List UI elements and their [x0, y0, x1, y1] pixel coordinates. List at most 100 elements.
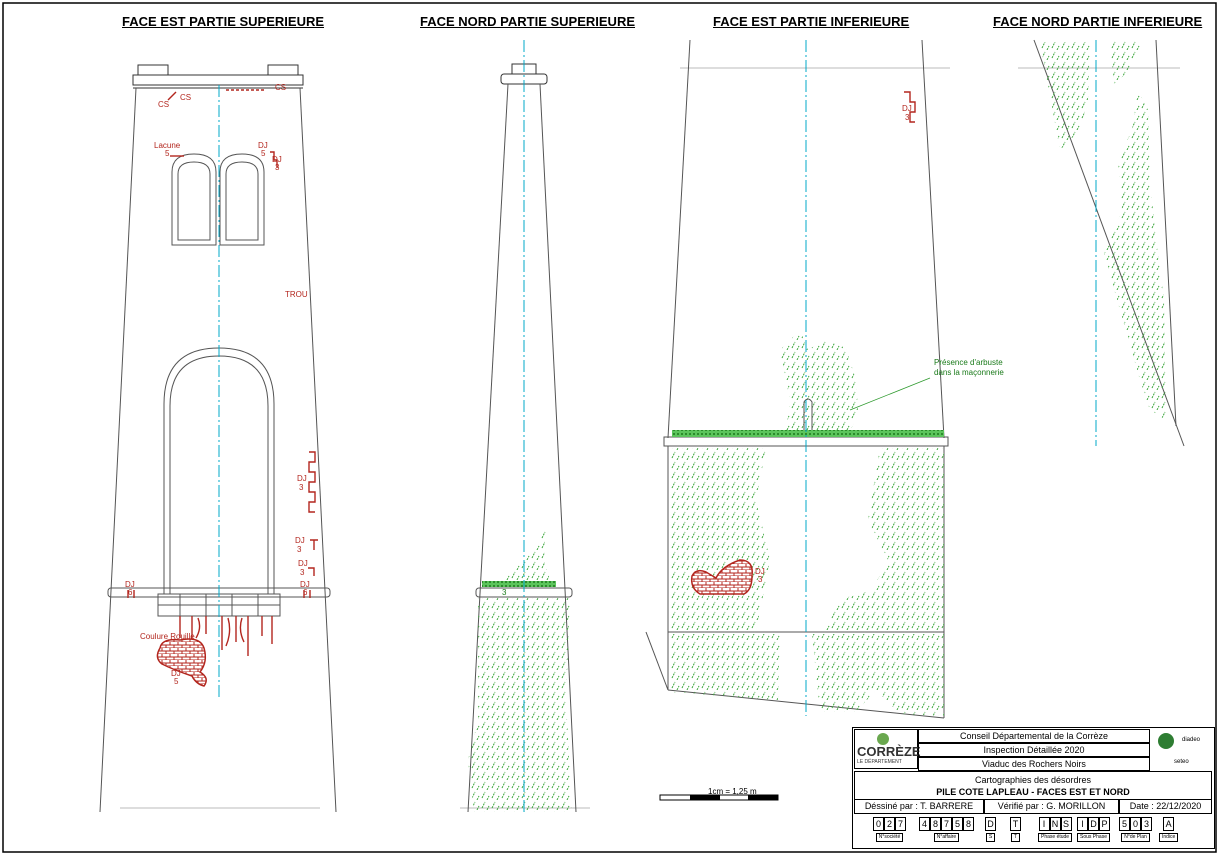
masonry-defect-view3 [690, 559, 753, 595]
diadeo-seteo-logo: diadeo seteo [1150, 729, 1212, 771]
title-block: CORRÈZE LE DÉPARTEMENT Conseil Départeme… [852, 727, 1215, 849]
drawing-date: Date : 22/12/2020 [1119, 799, 1212, 814]
defect-label-dj-num: 5 [174, 677, 179, 686]
code-digit: 8 [963, 817, 974, 831]
code-digit: 4 [919, 817, 930, 831]
code-label: T [1010, 833, 1021, 842]
defect-label-dj: DJ [272, 155, 282, 164]
code-digit: N [1049, 817, 1061, 831]
subject-line1: Cartographies des désordres [974, 775, 1092, 785]
defect-label-num: 3 [502, 588, 507, 597]
correze-logo: CORRÈZE LE DÉPARTEMENT [854, 729, 921, 769]
code-digit: 7 [895, 817, 906, 831]
defect-label-dj: DJ [295, 536, 305, 545]
shrub-trunk [803, 398, 813, 430]
code-digit: 7 [941, 817, 952, 831]
drawn-by: Déssiné par : T. BARRERE [854, 799, 984, 814]
defect-label-trou: TROU [285, 290, 308, 299]
defect-label-dj: DJ [125, 580, 135, 589]
defect-label-lacune: Lacune [154, 141, 181, 150]
inspection-label: Inspection Détaillée 2020 [918, 743, 1150, 757]
masonry-defect-view1 [156, 638, 207, 687]
vegetation-view3-bottom-left [670, 634, 780, 700]
ouvrage-name: Viaduc des Rochers Noirs [918, 757, 1150, 771]
defect-label-dj: DJ [755, 567, 765, 576]
code-digit: 0 [873, 817, 884, 831]
code-label: N°de Plan [1121, 833, 1150, 842]
defect-label-lacune-num: 5 [165, 149, 170, 158]
defect-label-dj: DJ [297, 474, 307, 483]
seteo-wordmark: seteo [1174, 759, 1189, 765]
defect-label-dj-num: 5 [261, 149, 266, 158]
org-name: Conseil Départemental de la Corrèze [918, 729, 1150, 743]
subject-line2: PILE COTE LAPLEAU - FACES EST ET NORD [936, 787, 1130, 797]
defect-label-cs: CS [180, 93, 192, 102]
view-title-nord-inf: FACE NORD PARTIE INFERIEURE [993, 14, 1203, 29]
view-title-est-sup: FACE EST PARTIE SUPERIEURE [122, 14, 325, 29]
vegetation-view2-upper [490, 525, 552, 586]
code-label: N°société [875, 833, 904, 842]
crack-view3 [904, 91, 916, 123]
code-digit: 2 [884, 817, 895, 831]
defect-label-dj-num: 3 [300, 568, 305, 577]
diadeo-wordmark: diadeo [1182, 737, 1201, 743]
code-label: Phase étude [1038, 833, 1073, 842]
defect-label-dj-num: 3 [299, 483, 304, 492]
defect-label-cs: CS [275, 83, 287, 92]
vegetation-view3-right [824, 448, 944, 632]
code-label: Indice [1159, 833, 1179, 842]
code-label: N°affaire [933, 833, 960, 842]
vegetation-view4-a [1040, 42, 1090, 150]
seteo-logo-icon [1158, 733, 1174, 749]
defect-label-dj-num: 6 [128, 588, 133, 597]
code-digit: I [1077, 817, 1088, 831]
view-face-est-superieure [99, 64, 337, 813]
vegetation-view3-top [780, 330, 858, 432]
subject-block: Cartographies des désordres PILE COTE LA… [854, 771, 1212, 799]
code-digit: P [1099, 817, 1110, 831]
vegetation-view3-left [670, 448, 770, 632]
scale-label: 1cm = 1,25 m [708, 787, 757, 796]
vegetation-view4-c [1104, 90, 1166, 420]
defect-label-dj: DJ [300, 580, 310, 589]
defect-label-dj: DJ [171, 669, 181, 678]
code-digit: D [985, 817, 996, 831]
arbuste-leader [849, 377, 931, 411]
checked-by: Vérifié par : G. MORILLON [984, 799, 1119, 814]
vegetation-view4-b [1110, 40, 1144, 84]
code-digit: 3 [1141, 817, 1152, 831]
code-digit: 5 [952, 817, 963, 831]
defects-view1 [127, 89, 318, 656]
correze-subtitle: LE DÉPARTEMENT [857, 759, 902, 765]
code-digit: 5 [1119, 817, 1130, 831]
annotation-arbuste-line2: dans la maçonnerie [934, 368, 1004, 377]
defect-label-dj: DJ [298, 559, 308, 568]
code-digit: 8 [930, 817, 941, 831]
defect-label-dj: DJ [902, 104, 912, 113]
code-digit: T [1010, 817, 1021, 831]
defect-label-cs: CS [158, 100, 170, 109]
code-digit: 0 [1130, 817, 1141, 831]
code-label: Sous Phase [1077, 833, 1110, 842]
vegetation-view2-lower [468, 598, 572, 812]
vegetation-view3-bottom-right [812, 634, 944, 716]
code-digit: I [1038, 817, 1050, 831]
code-label: S [985, 833, 996, 842]
scale-bar [659, 794, 779, 801]
code-digit: D [1088, 817, 1099, 831]
defect-label-dj-num: 3 [297, 545, 302, 554]
defect-label-dj-num: 3 [758, 575, 763, 584]
defect-label-coulure: Coulure Rouille [140, 632, 195, 641]
view-title-nord-sup: FACE NORD PARTIE SUPERIEURE [420, 14, 636, 29]
defect-label-dj-num: 3 [275, 163, 280, 172]
view-title-est-inf: FACE EST PARTIE INFERIEURE [713, 14, 910, 29]
grass-strip-view3 [672, 430, 944, 437]
defect-label-dj-num: 6 [303, 588, 308, 597]
